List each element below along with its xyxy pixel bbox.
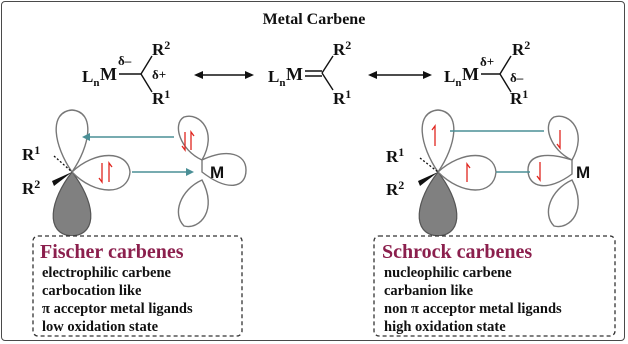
metal-partial-charge: δ+: [480, 54, 494, 69]
electron-down-icon: [98, 163, 103, 184]
substituent-r1: R1: [333, 87, 351, 108]
metal-symbol: M: [462, 64, 479, 84]
schrock-box-border: [373, 235, 616, 337]
electron-up-icon: [466, 162, 471, 182]
schrock-property: high oxidation state: [384, 319, 506, 335]
metal-label: M: [210, 163, 224, 182]
carbon-r2-bond: [499, 55, 512, 75]
schrock-carbenes-box: Schrock carbenes nucleophilic carbene ca…: [373, 235, 616, 337]
resonance-structure-middle: Ln M R2 R1: [268, 38, 351, 108]
carbon-partial-charge: δ+: [152, 67, 166, 82]
ligand-symbol: Ln: [82, 67, 99, 89]
carbon-r1-bond: [140, 73, 153, 93]
carbene-p-orbital-upper: [55, 109, 89, 174]
carbon-r2-bond: [321, 55, 334, 74]
schrock-orbital-diagram: R1 R2 M: [386, 109, 590, 237]
electron-down-icon: [556, 130, 561, 150]
substituent-r2: R2: [333, 38, 351, 59]
fischer-property: electrophilic carbene: [42, 265, 172, 281]
carbene-p-orbital-upper: [421, 109, 455, 174]
schrock-property: carbanion like: [384, 283, 474, 299]
ligand-symbol: Ln: [444, 67, 461, 89]
electron-down-icon: [536, 162, 541, 182]
substituent-r2: R2: [386, 178, 404, 199]
fischer-carbenes-box: Fischer carbenes electrophilic carbene c…: [32, 235, 243, 337]
carbon-partial-charge: δ–: [510, 70, 524, 85]
substituent-r1: R1: [152, 87, 170, 108]
metal-d-orbital: [527, 154, 573, 187]
diagram-title: Metal Carbene: [263, 11, 366, 28]
metal-symbol: M: [100, 64, 117, 84]
fischer-title: Fischer carbenes: [40, 241, 184, 263]
substituent-r1: R1: [22, 143, 40, 164]
fischer-property: carbocation like: [42, 283, 142, 299]
fischer-property: low oxidation state: [42, 319, 159, 335]
ligand-symbol: Ln: [268, 67, 285, 89]
schrock-property: non π acceptor metal ligands: [384, 301, 562, 317]
substituent-r1: R1: [386, 145, 404, 166]
electron-up-icon: [431, 124, 436, 146]
wedge-bond: [418, 172, 438, 186]
wedge-bond: [52, 172, 72, 186]
resonance-structure-left: Ln M δ– δ+ R2 R1: [82, 38, 170, 108]
resonance-structure-right: Ln M δ+ δ– R2 R1: [444, 38, 530, 108]
substituent-r2: R2: [22, 177, 40, 198]
schrock-property: nucleophilic carbene: [384, 265, 512, 281]
fischer-orbital-diagram: R1 R2 M: [22, 109, 247, 237]
carbon-r1-bond: [499, 73, 512, 93]
metal-d-orbital: [547, 179, 579, 228]
metal-d-orbital: [201, 152, 247, 187]
hashed-bond: [53, 155, 73, 173]
fischer-box-border: [32, 235, 243, 337]
metal-partial-charge: δ–: [118, 53, 132, 68]
substituent-r2: R2: [512, 38, 530, 59]
schrock-title: Schrock carbenes: [382, 241, 532, 263]
metal-label: M: [576, 163, 590, 182]
metal-d-orbital: [547, 115, 579, 161]
carbon-r1-bond: [321, 72, 334, 91]
metal-d-orbital: [177, 179, 209, 228]
fischer-property: π acceptor metal ligands: [42, 301, 193, 317]
electron-up-icon: [108, 161, 113, 182]
carbene-sp2-orbital: [71, 154, 131, 191]
electron-up-icon: [190, 130, 195, 150]
carbon-r2-bond: [140, 55, 153, 75]
electron-down-icon: [181, 132, 186, 152]
substituent-r1: R1: [510, 87, 528, 108]
metal-symbol: M: [286, 64, 303, 84]
metal-d-orbital: [177, 115, 209, 161]
substituent-r2: R2: [152, 38, 170, 59]
